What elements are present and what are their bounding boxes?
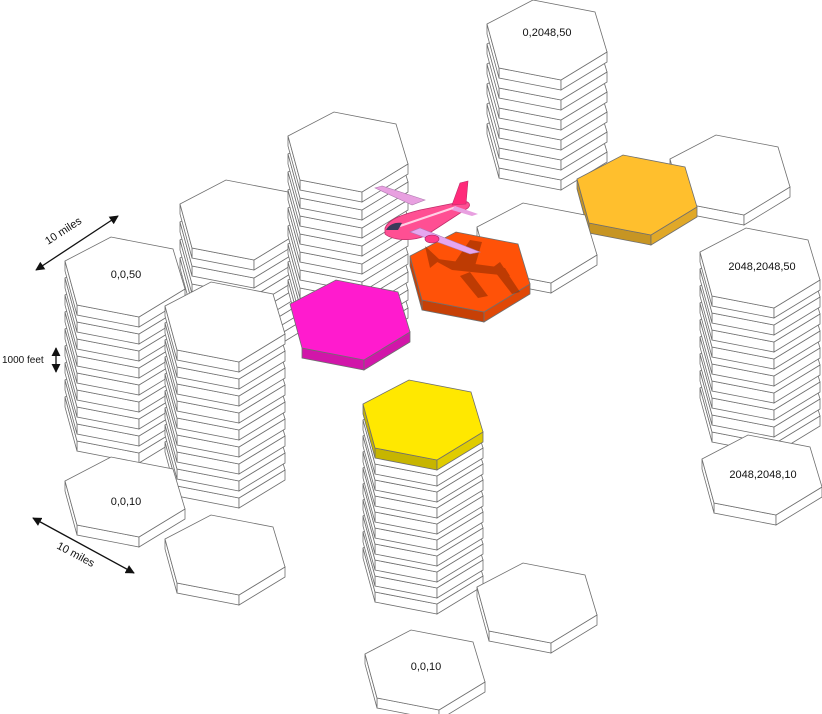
hex-tile: [576, 154, 698, 236]
magenta-tile: [289, 279, 411, 361]
scale-arrows: [32, 215, 135, 574]
hex-tile: [476, 562, 598, 644]
top-width-arrow: [35, 215, 119, 271]
hex-tile: [164, 281, 286, 363]
hex-tile: [699, 227, 821, 309]
airplane-shadow-icon: [425, 240, 520, 298]
bottom-width-label: 10 miles: [55, 540, 97, 570]
cell-label-left-bottom: 0,0,10: [111, 496, 142, 508]
cell-label-right-top: 2048,2048,50: [728, 261, 795, 273]
cell-label-top: 0,2048,50: [523, 27, 572, 39]
height-label: 1000 feet: [2, 355, 44, 366]
hex-tile: [701, 434, 822, 516]
cell-label-right-bottom: 2048,2048,10: [729, 469, 796, 481]
cell-label-left-top: 0,0,50: [111, 269, 142, 281]
hex-tile: [287, 111, 409, 193]
hex-tiles: [64, 0, 822, 714]
airplane-icon: [374, 180, 482, 255]
bottom-width-arrow: [32, 517, 135, 574]
hex-tile: [364, 629, 486, 711]
hex-tile: [164, 514, 286, 596]
cell-label-center-bottom: 0,0,10: [411, 661, 442, 673]
hex-tile: [362, 379, 484, 461]
hex-tile: [486, 0, 608, 81]
